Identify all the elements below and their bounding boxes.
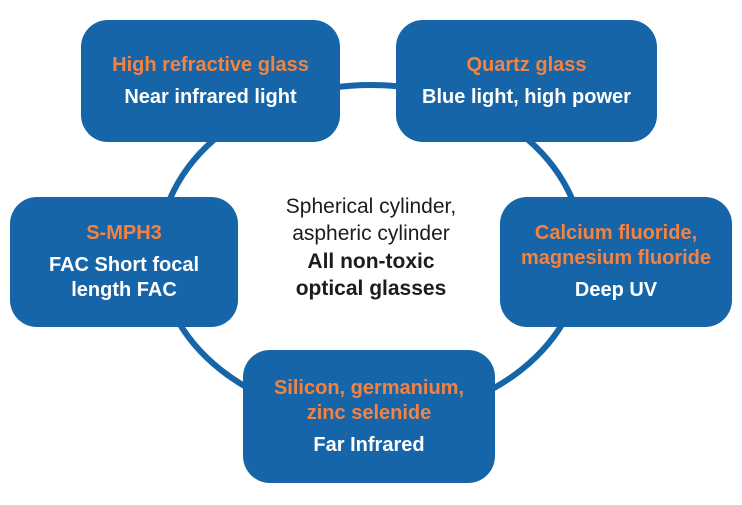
node-s-mph3: S-MPH3 FAC Short focal length FAC	[10, 197, 238, 327]
node-subtitle: FAC Short focal length FAC	[48, 254, 199, 301]
node-subtitle: Far Infrared	[313, 433, 425, 456]
node-title: High refractive glass	[112, 53, 309, 76]
node-title: Calcium fluoride, magnesium fluoride	[520, 222, 712, 269]
node-subtitle: Deep UV	[574, 279, 658, 301]
node-title: Quartz glass	[466, 53, 587, 76]
center-caption-line-3: All non-toxic	[307, 249, 435, 273]
center-caption-line-2: aspheric cylinder	[292, 222, 450, 246]
node-title: S-MPH3	[86, 222, 162, 244]
node-quartz-glass: Quartz glass Blue light, high power	[396, 20, 657, 142]
node-high-refractive-glass: High refractive glass Near infrared ligh…	[81, 20, 340, 142]
node-title: Silicon, germanium, zinc selenide	[273, 376, 465, 424]
center-caption-line-1: Spherical cylinder,	[285, 195, 457, 218]
node-silicon-germanium-zinc-selenide: Silicon, germanium, zinc selenide Far In…	[243, 350, 495, 483]
center-caption: Spherical cylinder, aspheric cylinder Al…	[236, 193, 506, 302]
node-subtitle: Blue light, high power	[422, 85, 631, 108]
node-subtitle: Near infrared light	[124, 85, 297, 108]
node-calcium-magnesium-fluoride: Calcium fluoride, magnesium fluoride Dee…	[500, 197, 732, 327]
center-caption-line-4: optical glasses	[295, 276, 447, 300]
